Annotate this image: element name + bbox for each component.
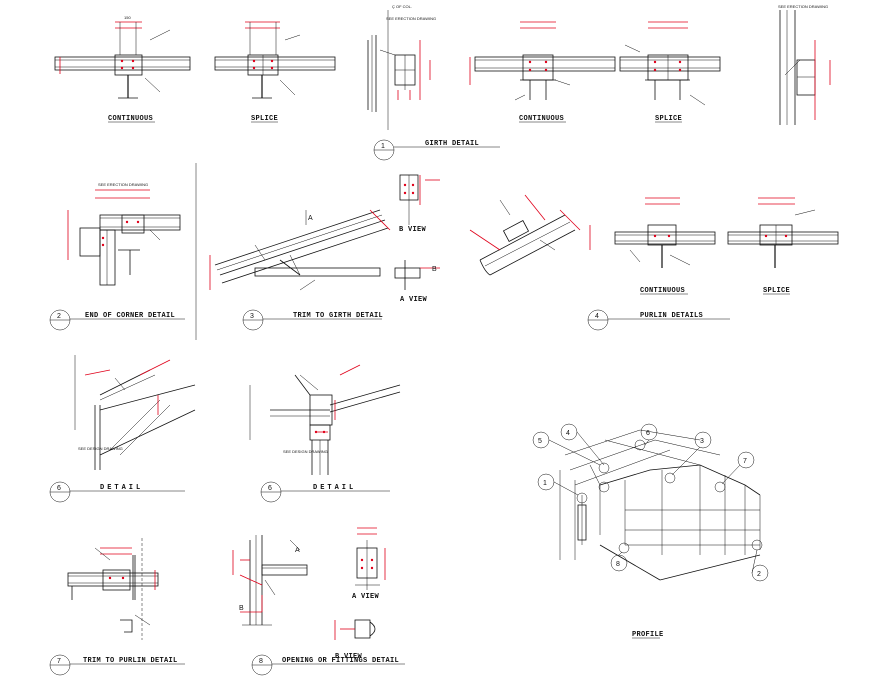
detail-6b: SEE DESIGN DRAWING <box>249 364 401 475</box>
label-continuous-2: CONTINUOUS <box>519 115 564 123</box>
girth-column-side-2: SEE ERECTION DRAWING <box>778 4 831 125</box>
bubble-1: 1 <box>381 143 385 150</box>
svg-text:SEE ERECTION DRAWING: SEE ERECTION DRAWING <box>386 16 436 21</box>
detail-4-purlin-sloped <box>469 194 581 276</box>
label-purlin-splice: SPLICE <box>763 287 790 295</box>
label-a-view-8: A VIEW <box>352 593 380 601</box>
bubble-6b: 6 <box>268 485 272 492</box>
callout-7-profile: 7 <box>743 458 747 465</box>
callout-4-profile: 4 <box>566 430 570 437</box>
label-b-view-3: A VIEW <box>400 296 428 304</box>
svg-text:SEE ERECTION DRAWING: SEE ERECTION DRAWING <box>778 4 828 9</box>
callout-3-profile: 3 <box>700 438 704 445</box>
detail-8-opening: A B A VIEW B VIEW <box>232 527 386 661</box>
bubble-2: 2 <box>57 313 61 320</box>
girth-splice-1 <box>214 21 336 99</box>
girth-continuous-1: 150 <box>54 15 191 99</box>
svg-text:SEE ERECTION DRAWING: SEE ERECTION DRAWING <box>98 182 148 187</box>
callout-6a: 6 DETAIL <box>49 481 185 503</box>
purlin-splice <box>727 197 839 268</box>
callout-7: 7 TRIM TO PURLIN DETAIL <box>49 654 185 676</box>
callout-6-profile: 6 <box>646 430 650 437</box>
girth-column-side: Ç OF COL. SEE ERECTION DRAWING <box>367 4 436 130</box>
callout-5: 5 <box>538 438 542 445</box>
callout-8-profile: 8 <box>616 561 620 568</box>
title-purlin-details: PURLIN DETAILS <box>640 312 703 320</box>
bubble-8: 8 <box>259 658 263 665</box>
girth-continuous-2 <box>469 21 616 101</box>
label-splice-1: SPLICE <box>251 115 278 123</box>
title-profile: PROFILE <box>632 631 664 639</box>
bubble-3: 3 <box>250 313 254 320</box>
detail-2-end-of-corner: SEE ERECTION DRAWING <box>67 182 181 286</box>
detail-7-trim-to-purlin <box>67 538 159 640</box>
label-continuous-1: CONTINUOUS <box>108 115 153 123</box>
callout-6b: 6 DETAIL <box>260 481 390 503</box>
profile-callouts: 5 4 6 3 7 1 8 2 <box>532 423 769 582</box>
label-a-view-3: B VIEW <box>399 226 427 234</box>
callout-3: 3 TRIM TO GIRTH DETAIL <box>242 309 383 331</box>
svg-text:SEE DESIGN DRAWING: SEE DESIGN DRAWING <box>283 449 328 454</box>
title-end-of-corner: END OF CORNER DETAIL <box>85 312 175 320</box>
marker-a-3: A <box>308 215 313 222</box>
title-trim-to-purlin: TRIM TO PURLIN DETAIL <box>83 657 178 665</box>
callout-2-profile: 2 <box>757 571 761 578</box>
marker-b-8: B <box>239 605 244 612</box>
marker-b-3: B <box>432 266 437 273</box>
label-b-view-8: B VIEW <box>335 653 363 661</box>
svg-text:150: 150 <box>124 15 131 20</box>
bubble-6a: 6 <box>57 485 61 492</box>
label-splice-2: SPLICE <box>655 115 682 123</box>
girth-splice-2 <box>619 21 721 106</box>
svg-text:SEE DESIGN DRAWING: SEE DESIGN DRAWING <box>78 446 123 451</box>
svg-text:Ç OF COL.: Ç OF COL. <box>392 4 412 9</box>
title-detail-6a: DETAIL <box>100 484 143 492</box>
bubble-7: 7 <box>57 658 61 665</box>
title-trim-to-girth: TRIM TO GIRTH DETAIL <box>293 312 383 320</box>
bubble-4: 4 <box>595 313 599 320</box>
marker-a-8: A <box>295 547 300 554</box>
callout-1-profile: 1 <box>543 480 547 487</box>
callout-4: 4 PURLIN DETAILS <box>587 309 730 331</box>
detail-6a: SEE DESIGN DRAWING <box>74 355 196 470</box>
title-detail-6b: DETAIL <box>313 484 356 492</box>
callout-2: 2 END OF CORNER DETAIL <box>49 309 185 331</box>
label-purlin-continuous: CONTINUOUS <box>640 287 685 295</box>
title-opening-fittings: OPENING OR FITTINGS DETAIL <box>282 657 399 665</box>
title-girth-detail: GIRTH DETAIL <box>425 140 479 148</box>
purlin-continuous <box>589 197 716 268</box>
detail-3-trim-to-girth: A B VIEW B A VIEW <box>209 174 440 304</box>
profile-building <box>559 429 763 581</box>
callout-1: 1 GIRTH DETAIL <box>373 139 500 161</box>
callout-8: 8 OPENING OR FITTINGS DETAIL <box>251 654 405 676</box>
